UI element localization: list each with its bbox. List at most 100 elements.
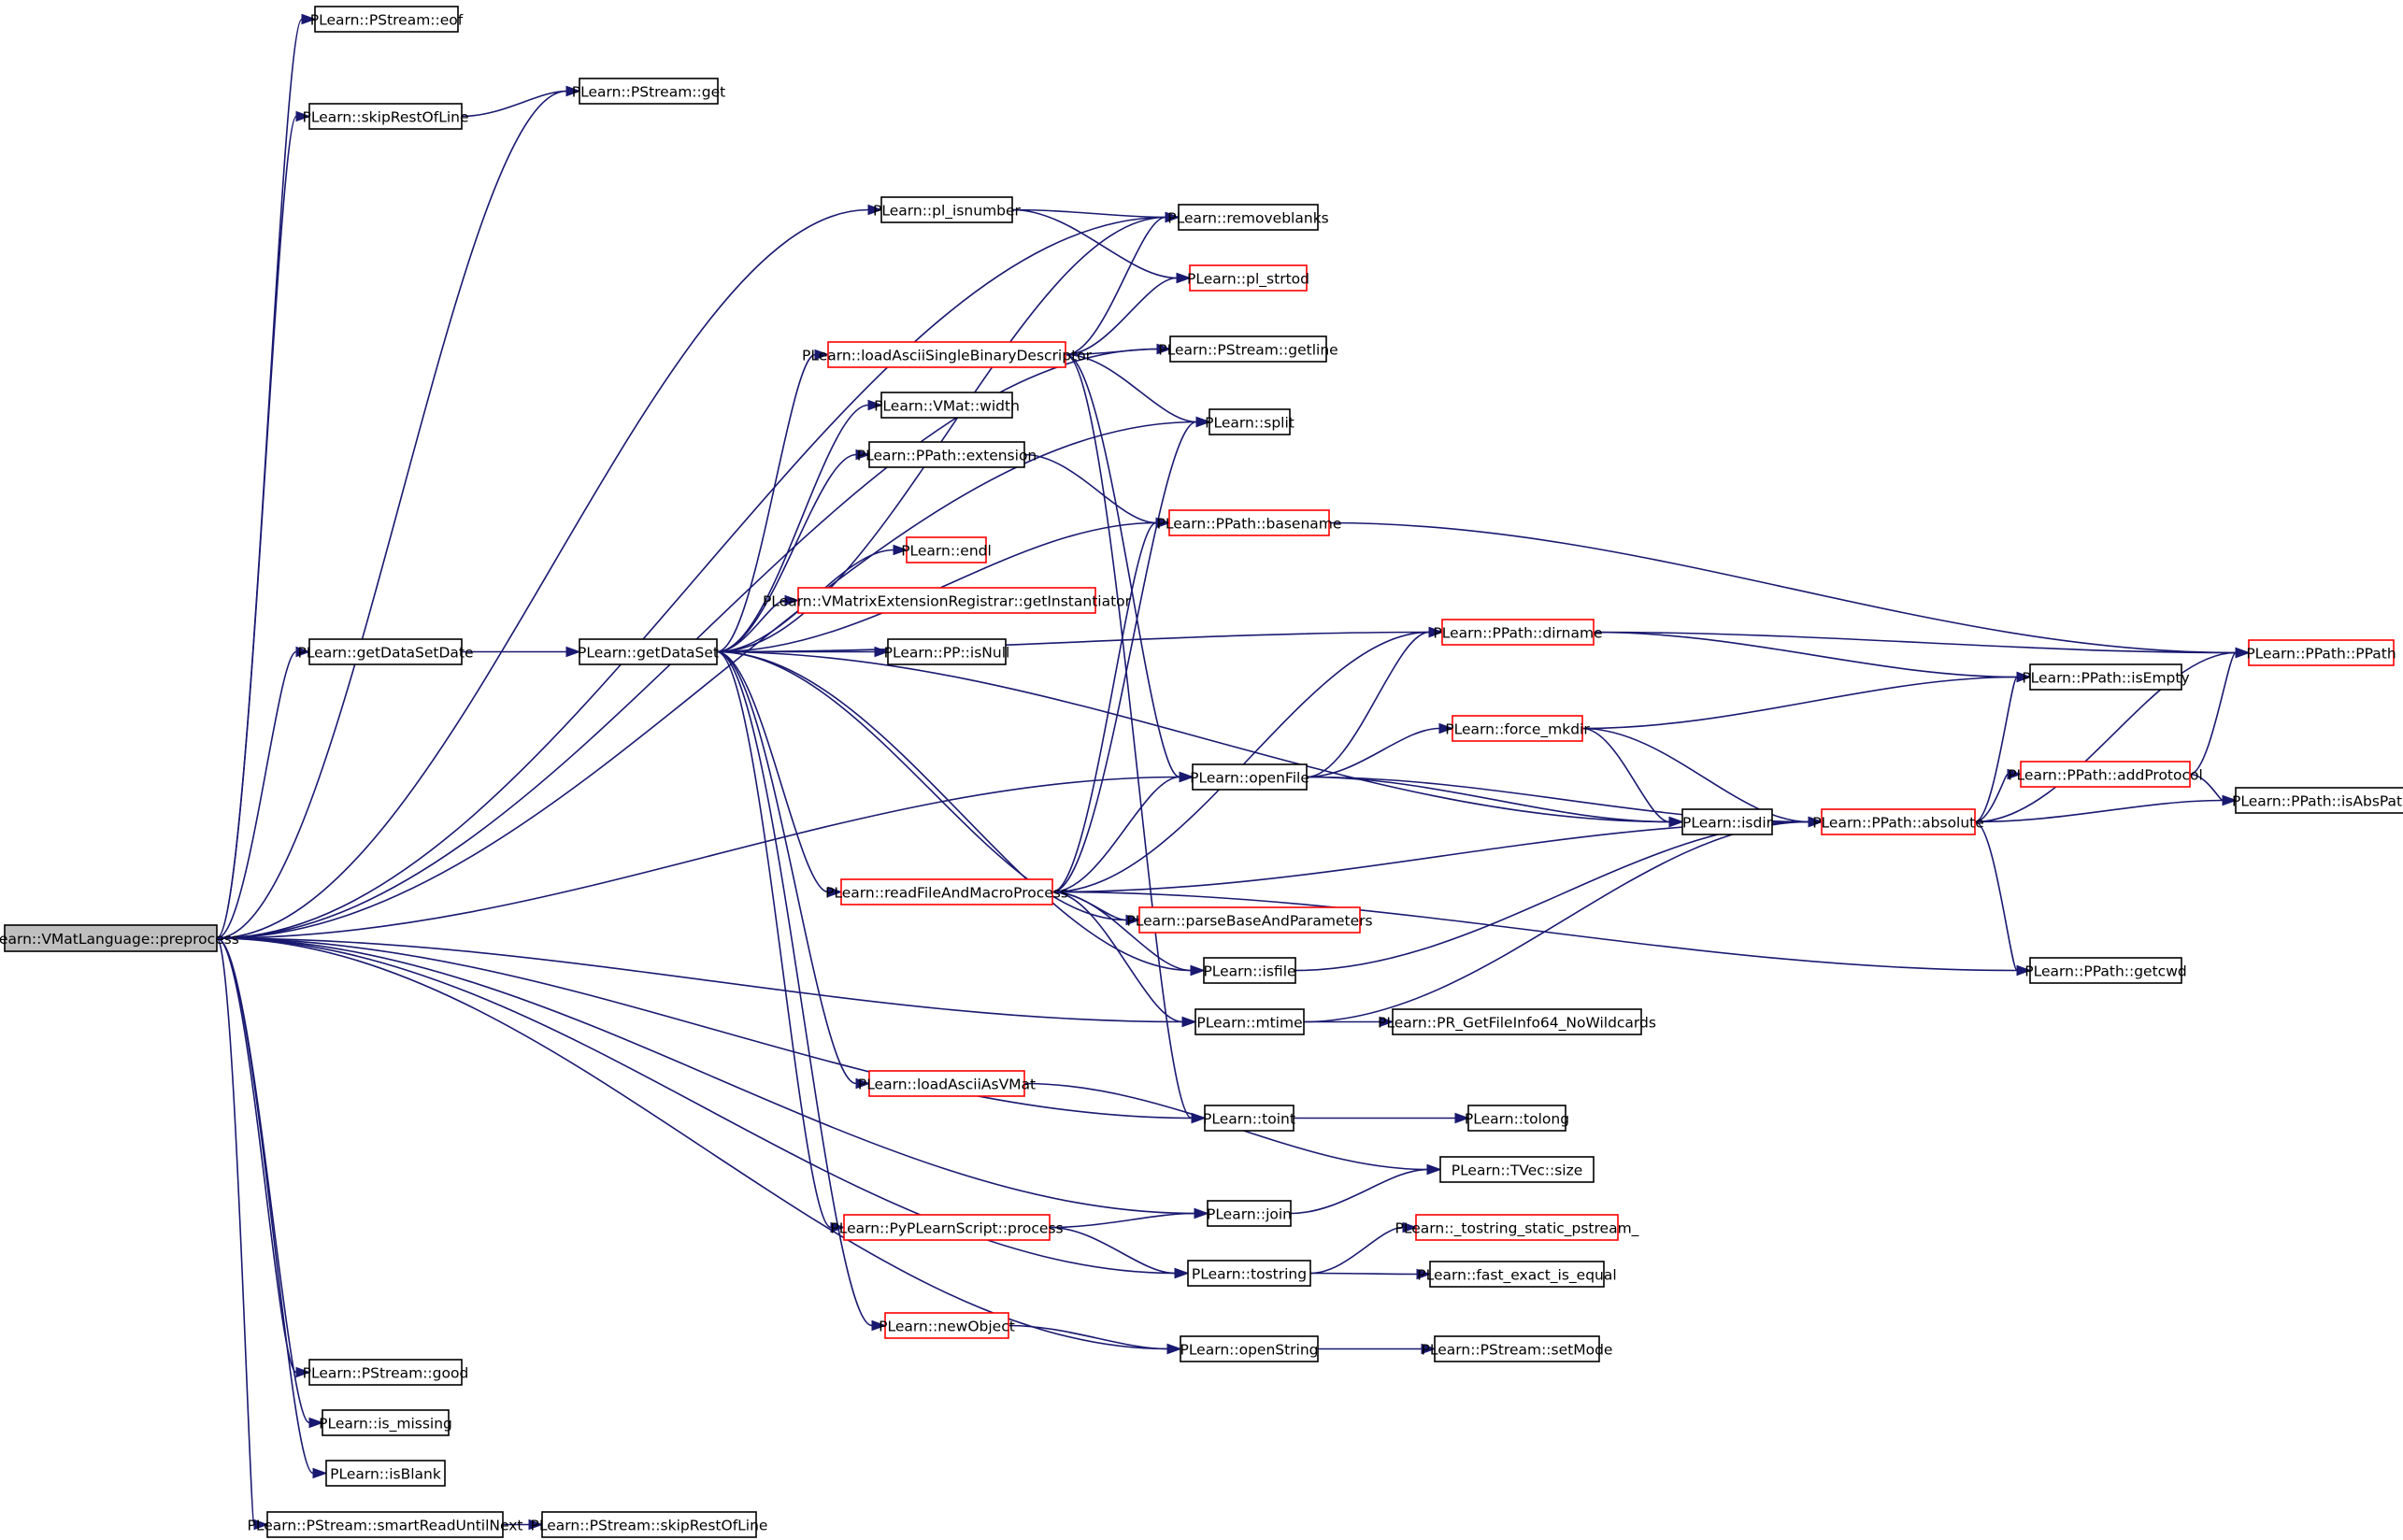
node-join[interactable]: PLearn::join bbox=[1207, 1200, 1292, 1227]
node-box-tvec_size[interactable] bbox=[1439, 1156, 1595, 1183]
node-removeblanks[interactable]: PLearn::removeblanks bbox=[1167, 204, 1329, 231]
node-box-getline[interactable] bbox=[1169, 335, 1327, 363]
node-box-loadAsciiSBD[interactable] bbox=[827, 341, 1066, 368]
node-box-pl_strtod[interactable] bbox=[1189, 264, 1308, 292]
node-isEmpty[interactable]: PLearn::PPath::isEmpty bbox=[2022, 663, 2190, 691]
node-box-getInstantiator[interactable] bbox=[797, 587, 1096, 614]
node-box-pl_isnumber[interactable] bbox=[880, 196, 1013, 223]
node-openString[interactable]: PLearn::openString bbox=[1180, 1335, 1319, 1362]
node-box-isEmpty[interactable] bbox=[2029, 663, 2182, 691]
node-getDataSet[interactable]: PLearn::getDataSet bbox=[578, 638, 719, 665]
node-box-join[interactable] bbox=[1207, 1200, 1292, 1227]
node-addProtocol[interactable]: PLearn::PPath::addProtocol bbox=[2008, 761, 2203, 788]
node-isfile[interactable]: PLearn::isfile bbox=[1203, 957, 1296, 984]
node-box-dirname[interactable] bbox=[1441, 619, 1595, 646]
node-box-isBlank[interactable] bbox=[325, 1460, 446, 1487]
node-pyprocess[interactable]: PLearn::PyPLearnScript::process bbox=[830, 1214, 1064, 1241]
node-vmat_width[interactable]: PLearn::VMat::width bbox=[874, 392, 1020, 419]
node-box-pyprocess[interactable] bbox=[843, 1214, 1051, 1241]
node-getcwd[interactable]: PLearn::PPath::getcwd bbox=[2024, 957, 2187, 984]
node-openFile[interactable]: PLearn::openFile bbox=[1190, 763, 1309, 791]
node-loadAsciiSBD[interactable]: PLearn::loadAsciiSingleBinaryDescriptor bbox=[802, 341, 1093, 368]
node-readFileAndMacroProcess[interactable]: PLearn::readFileAndMacroProcess bbox=[825, 878, 1068, 905]
node-box-force_mkdir[interactable] bbox=[1452, 715, 1583, 742]
node-box-isNull[interactable] bbox=[887, 638, 1007, 665]
node-box-readFileAndMacroProcess[interactable] bbox=[840, 878, 1053, 905]
node-getInstantiator[interactable]: PLearn::VMatrixExtensionRegistrar::getIn… bbox=[763, 587, 1132, 614]
node-split[interactable]: PLearn::split bbox=[1205, 408, 1294, 435]
node-fast_exact[interactable]: PLearn::fast_exact_is_equal bbox=[1417, 1261, 1617, 1288]
node-box-absolute[interactable] bbox=[1821, 808, 1976, 835]
node-extension[interactable]: PLearn::PPath::extension bbox=[857, 441, 1037, 468]
node-box-smartRead[interactable] bbox=[266, 1511, 504, 1538]
node-getDataSetDate[interactable]: PLearn::getDataSetDate bbox=[297, 638, 474, 665]
node-ps_skipRestOfLine[interactable]: PLearn::PStream::skipRestOfLine bbox=[531, 1511, 768, 1538]
node-box-openFile[interactable] bbox=[1192, 763, 1308, 791]
node-setMode[interactable]: PLearn::PStream::setMode bbox=[1422, 1335, 1613, 1362]
node-tostring_static[interactable]: PLearn::_tostring_static_pstream_ bbox=[1395, 1214, 1639, 1241]
node-box-pr_getfileinfo[interactable] bbox=[1392, 1008, 1642, 1035]
node-box-eof[interactable] bbox=[314, 6, 459, 33]
node-toint[interactable]: PLearn::toint bbox=[1203, 1105, 1295, 1132]
node-pr_getfileinfo[interactable]: PLearn::PR_GetFileInfo64_NoWildcards bbox=[1378, 1008, 1656, 1035]
node-ppath[interactable]: PLearn::PPath::PPath bbox=[2246, 639, 2396, 666]
node-eof[interactable]: PLearn::PStream::eof bbox=[310, 6, 464, 33]
node-newObject[interactable]: PLearn::newObject bbox=[879, 1312, 1015, 1339]
node-box-vmat_width[interactable] bbox=[880, 392, 1013, 419]
node-basename[interactable]: PLearn::PPath::basename bbox=[1157, 509, 1342, 536]
node-box-get[interactable] bbox=[579, 78, 719, 105]
node-get[interactable]: PLearn::PStream::get bbox=[572, 78, 725, 105]
node-parseBaseAndParameters[interactable]: PLearn::parseBaseAndParameters bbox=[1126, 906, 1373, 934]
node-isNull[interactable]: PLearn::PP::isNull bbox=[884, 638, 1010, 665]
node-tvec_size[interactable]: PLearn::TVec::size bbox=[1439, 1156, 1595, 1183]
node-box-good[interactable] bbox=[308, 1359, 463, 1386]
node-getline[interactable]: PLearn::PStream::getline bbox=[1158, 335, 1338, 363]
node-skipRestOfLine[interactable]: PLearn::skipRestOfLine bbox=[302, 103, 469, 130]
node-loadAsciiAsVMat[interactable]: PLearn::loadAsciiAsVMat bbox=[858, 1070, 1036, 1097]
node-tostring[interactable]: PLearn::tostring bbox=[1187, 1260, 1311, 1287]
node-smartRead[interactable]: PLearn::PStream::smartReadUntilNext bbox=[247, 1511, 523, 1538]
node-pl_strtod[interactable]: PLearn::pl_strtod bbox=[1187, 264, 1309, 292]
node-pl_isnumber[interactable]: PLearn::pl_isnumber bbox=[873, 196, 1022, 223]
node-preprocess[interactable]: PLearn::VMatLanguage::preprocess bbox=[0, 924, 239, 952]
node-box-parseBaseAndParameters[interactable] bbox=[1138, 906, 1361, 934]
node-box-loadAsciiAsVMat[interactable] bbox=[868, 1070, 1025, 1097]
node-box-tostring_static[interactable] bbox=[1415, 1214, 1619, 1241]
node-box-toint[interactable] bbox=[1204, 1105, 1294, 1132]
node-tolong[interactable]: PLearn::tolong bbox=[1465, 1105, 1569, 1132]
node-box-tostring[interactable] bbox=[1187, 1260, 1311, 1287]
node-isdir[interactable]: PLearn::isdir bbox=[1681, 808, 1773, 835]
node-force_mkdir[interactable]: PLearn::force_mkdir bbox=[1445, 715, 1590, 742]
node-endl[interactable]: PLearn::endl bbox=[901, 536, 992, 563]
node-box-endl[interactable] bbox=[906, 536, 987, 563]
node-dirname[interactable]: PLearn::PPath::dirname bbox=[1433, 619, 1603, 646]
node-box-getDataSetDate[interactable] bbox=[308, 638, 463, 665]
node-box-removeblanks[interactable] bbox=[1178, 204, 1319, 231]
node-box-newObject[interactable] bbox=[884, 1312, 1009, 1339]
node-box-tolong[interactable] bbox=[1467, 1105, 1566, 1132]
node-box-openString[interactable] bbox=[1180, 1335, 1319, 1362]
node-box-preprocess[interactable] bbox=[4, 924, 218, 952]
node-box-isAbsPath[interactable] bbox=[2235, 787, 2403, 814]
node-box-getcwd[interactable] bbox=[2029, 957, 2182, 984]
node-box-skipRestOfLine[interactable] bbox=[308, 103, 463, 130]
node-mtime[interactable]: PLearn::mtime bbox=[1194, 1008, 1305, 1035]
node-box-setMode[interactable] bbox=[1434, 1335, 1600, 1362]
node-box-extension[interactable] bbox=[868, 441, 1025, 468]
node-box-isdir[interactable] bbox=[1681, 808, 1773, 835]
node-box-ps_skipRestOfLine[interactable] bbox=[541, 1511, 757, 1538]
node-box-split[interactable] bbox=[1209, 408, 1291, 435]
node-box-fast_exact[interactable] bbox=[1429, 1261, 1605, 1288]
node-box-getDataSet[interactable] bbox=[579, 638, 718, 665]
node-box-is_missing[interactable] bbox=[322, 1409, 450, 1436]
node-good[interactable]: PLearn::PStream::good bbox=[303, 1359, 469, 1386]
node-isBlank[interactable]: PLearn::isBlank bbox=[325, 1460, 446, 1487]
node-absolute[interactable]: PLearn::PPath::absolute bbox=[1812, 808, 1984, 835]
node-isAbsPath[interactable]: PLearn::PPath::isAbsPath bbox=[2232, 787, 2403, 814]
node-box-basename[interactable] bbox=[1168, 509, 1330, 536]
node-is_missing[interactable]: PLearn::is_missing bbox=[319, 1409, 452, 1436]
node-box-addProtocol[interactable] bbox=[2020, 761, 2191, 788]
node-box-ppath[interactable] bbox=[2248, 639, 2395, 666]
node-box-isfile[interactable] bbox=[1203, 957, 1296, 984]
node-box-mtime[interactable] bbox=[1194, 1008, 1305, 1035]
